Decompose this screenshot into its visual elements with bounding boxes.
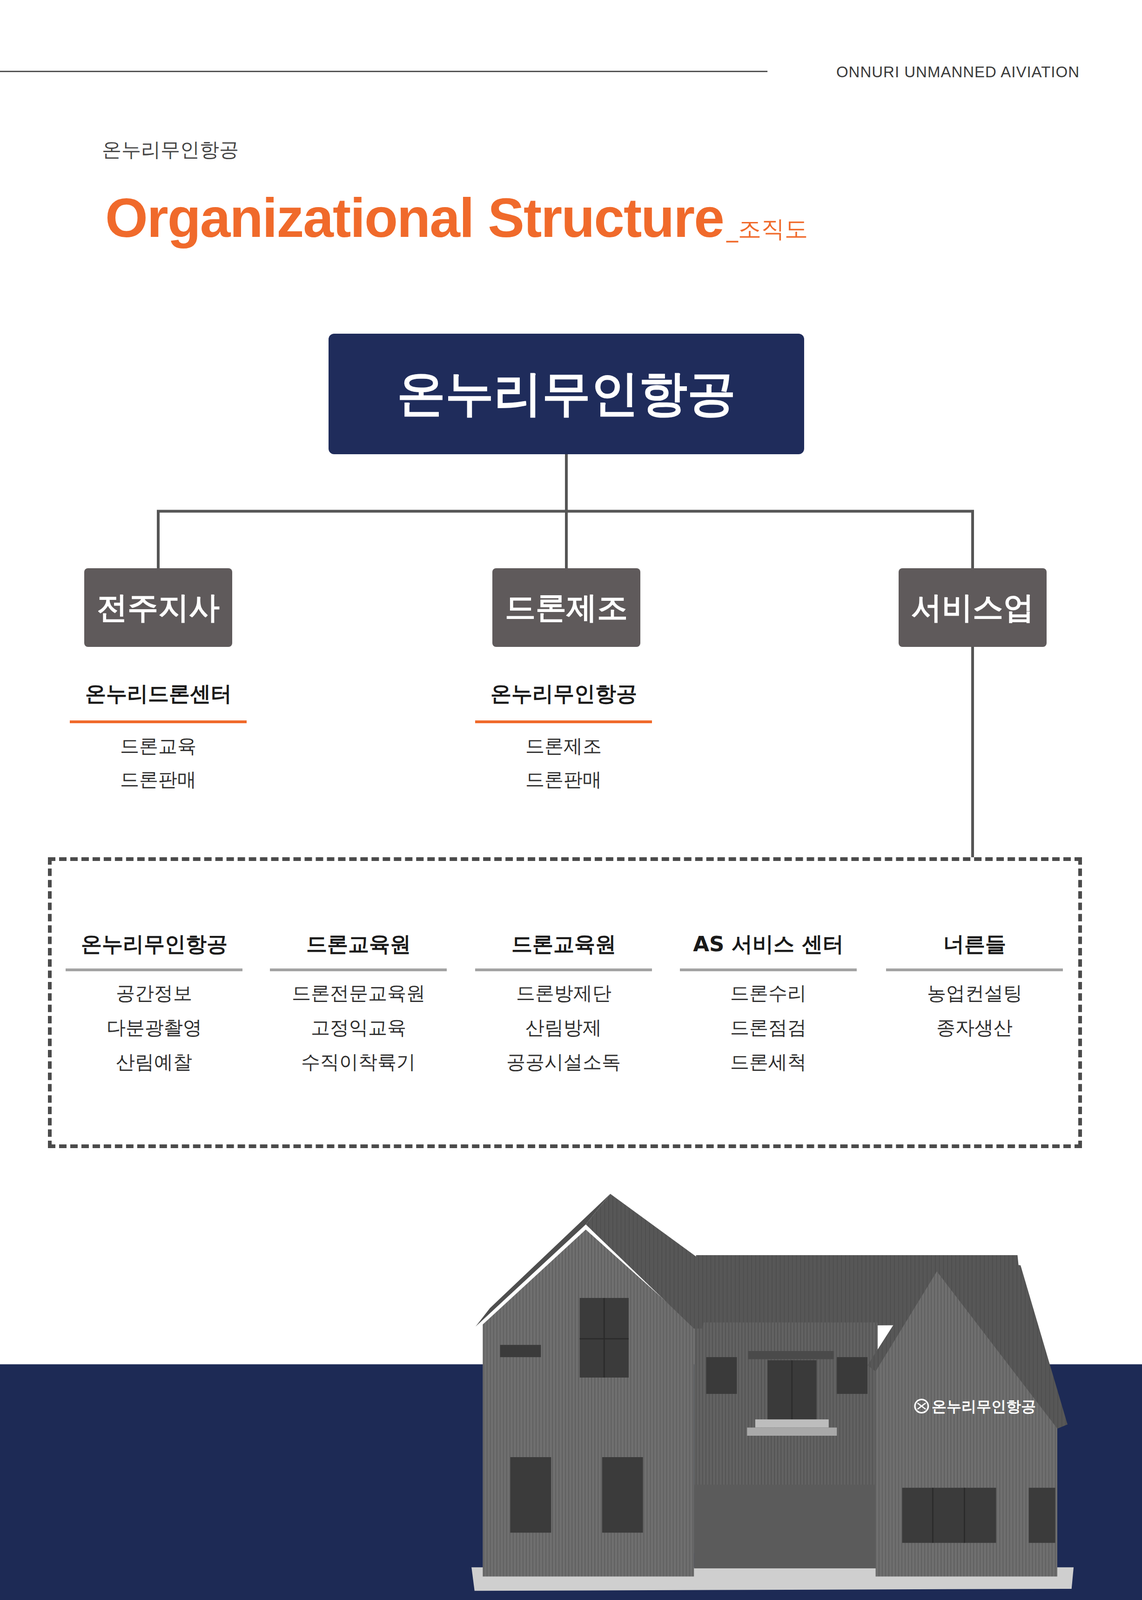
- group-item: 고정익교육: [265, 1010, 452, 1045]
- unit-group: 드론교육원드론방제단산림방제공공시설소독: [470, 929, 657, 1080]
- group-item: 산림방제: [470, 1010, 657, 1045]
- connector-line: [971, 646, 975, 858]
- group-heading: 드론교육원: [269, 929, 447, 972]
- group-item: 드론세척: [675, 1044, 862, 1080]
- building-sign: 온누리무인항공: [931, 1397, 1036, 1416]
- group-item: 드론제조: [470, 729, 657, 763]
- box-title: 드론제조: [504, 586, 628, 629]
- box-title: 온누리무인항공: [396, 361, 736, 427]
- unit-group: AS 서비스 센터드론수리드론점검드론세척: [675, 929, 862, 1080]
- unit-group: 온누리드론센터드론교육드론판매: [65, 679, 252, 797]
- group-item: 드론점검: [675, 1010, 862, 1045]
- box-title: 전주지사: [96, 586, 220, 629]
- group-heading: AS 서비스 센터: [679, 929, 857, 972]
- division-box: 전주지사: [84, 568, 233, 647]
- title-row: Organizational Structure_조직도: [105, 190, 808, 246]
- group-item: 종자생산: [881, 1010, 1068, 1045]
- division-box: 드론제조: [492, 568, 641, 647]
- group-item: 드론방제단: [470, 975, 657, 1011]
- unit-group: 온누리무인항공공간정보다분광촬영산림예찰: [60, 929, 248, 1080]
- connector-line: [158, 454, 567, 569]
- group-item: 산림예찰: [60, 1044, 248, 1080]
- group-heading: 드론교육원: [475, 929, 652, 972]
- page-title: Organizational Structure: [105, 190, 724, 246]
- group-item: 공간정보: [60, 975, 248, 1011]
- unit-group: 온누리무인항공드론제조드론판매: [470, 679, 657, 797]
- box-title: 서비스업: [911, 586, 1035, 629]
- group-heading: 온누리무인항공: [475, 679, 652, 724]
- group-item: 수직이착륙기: [265, 1044, 452, 1080]
- root-box: 온누리무인항공: [328, 333, 805, 455]
- unit-group: 드론교육원드론전문교육원고정익교육수직이착륙기: [265, 929, 452, 1080]
- division-box: 서비스업: [898, 568, 1047, 647]
- group-item: 농업컨설팅: [881, 975, 1068, 1011]
- brand-text: 온누리무인항공: [101, 136, 239, 163]
- group-item: 드론수리: [675, 975, 862, 1011]
- group-item: 드론전문교육원: [265, 975, 452, 1011]
- group-heading: 온누리무인항공: [65, 929, 243, 972]
- header-text: ONNURI UNMANNED AIVIATION: [836, 63, 1080, 81]
- group-item: 다분광촬영: [60, 1010, 248, 1045]
- connector-line: [566, 454, 973, 569]
- subtitle-text: _조직도: [726, 213, 808, 245]
- dashed-container: 온누리무인항공공간정보다분광촬영산림예찰드론교육원드론전문교육원고정익교육수직이…: [47, 857, 1082, 1149]
- unit-group: 너른들농업컨설팅종자생산: [881, 929, 1068, 1045]
- group-heading: 너른들: [886, 929, 1063, 972]
- group-item: 드론교육: [65, 729, 252, 763]
- group-item: 공공시설소독: [470, 1044, 657, 1080]
- group-heading: 온누리드론센터: [69, 679, 247, 724]
- group-item: 드론판매: [470, 762, 657, 797]
- group-item: 드론판매: [65, 762, 252, 797]
